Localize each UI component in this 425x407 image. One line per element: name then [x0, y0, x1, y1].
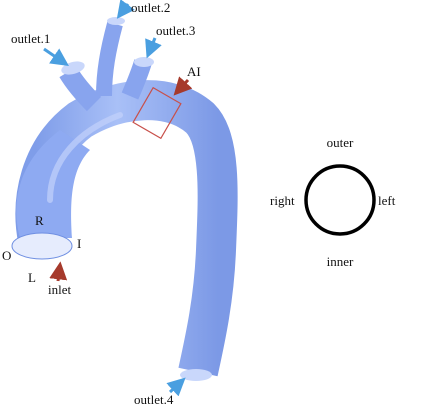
arrow-outlet-4 — [166, 377, 186, 397]
aorta-model — [11, 17, 238, 381]
label-outer: outer — [327, 135, 354, 150]
label-i: I — [77, 236, 81, 251]
label-l: L — [28, 270, 36, 285]
label-outlet-2: outlet.2 — [131, 0, 170, 15]
orientation-legend: outer inner right left — [270, 135, 396, 269]
inlet-opening — [11, 232, 73, 260]
label-o: O — [2, 248, 11, 263]
label-left: left — [378, 193, 396, 208]
label-outlet-1: outlet.1 — [11, 31, 50, 46]
vessel-labels: outlet.1 outlet.2 outlet.3 outlet.4 AI i… — [2, 0, 201, 407]
arrow-outlet-3 — [145, 37, 162, 59]
outlet-3-opening — [134, 57, 154, 67]
arrow-inlet — [49, 261, 68, 282]
outlet-2-opening — [107, 17, 125, 25]
branch-outlet-2 — [96, 21, 123, 97]
label-ai: AI — [187, 64, 201, 79]
label-inner: inner — [327, 254, 354, 269]
orientation-circle — [304, 164, 376, 236]
arrow-outlet-1 — [43, 47, 69, 67]
arch-highlight — [47, 112, 123, 203]
outlet-4-opening — [180, 369, 212, 381]
label-r: R — [35, 213, 44, 228]
arrow-outlet-2 — [116, 0, 135, 19]
branch-outlet-3 — [121, 59, 152, 100]
label-outlet-4: outlet.4 — [134, 392, 174, 407]
arrow-ai — [173, 76, 193, 96]
ai-region-box — [132, 86, 182, 140]
pointer-arrows — [43, 0, 193, 397]
label-inlet: inlet — [48, 282, 71, 297]
label-right: right — [270, 193, 295, 208]
label-outlet-3: outlet.3 — [156, 23, 195, 38]
branch-outlet-1 — [59, 66, 102, 112]
